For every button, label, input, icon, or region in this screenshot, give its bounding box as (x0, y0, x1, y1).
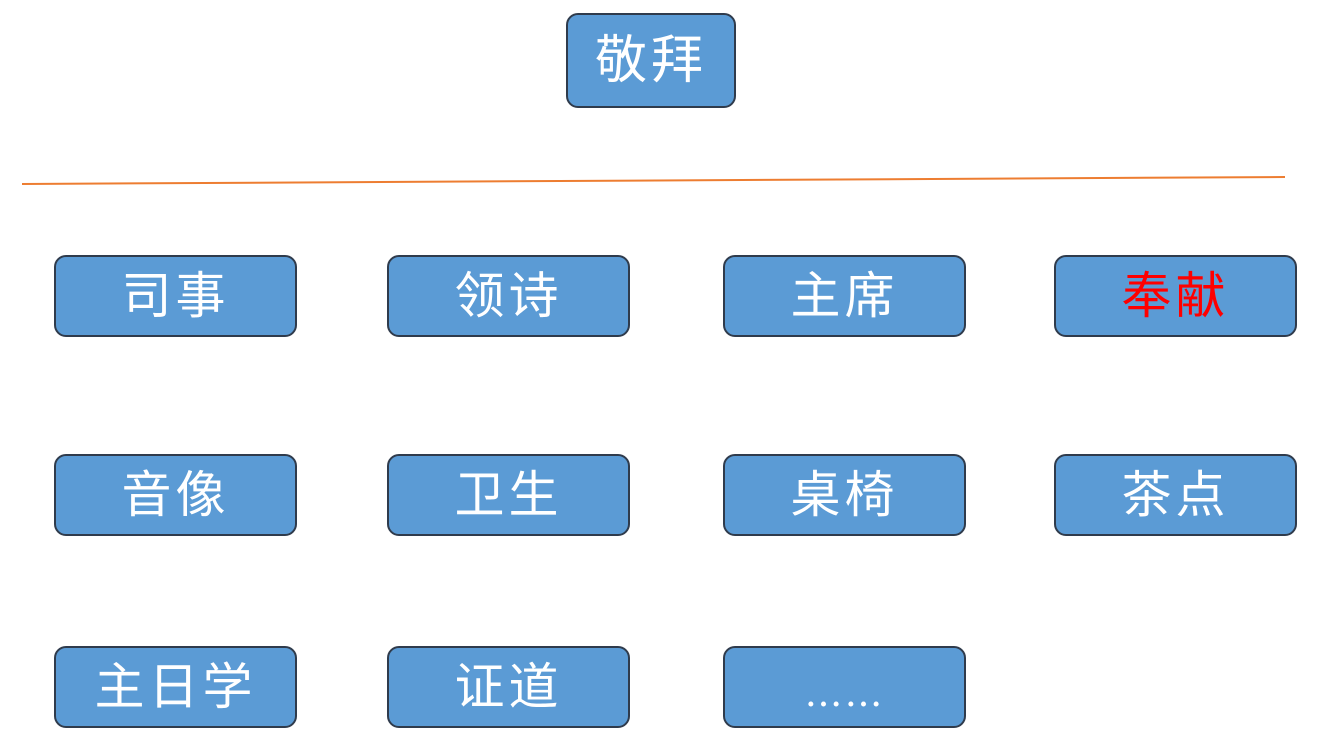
node-ushers: 司事 (54, 255, 297, 337)
node-label: 桌椅 (790, 466, 899, 524)
node-label: 茶点 (1121, 466, 1230, 524)
node-offering: 奉献 (1054, 255, 1297, 337)
node-label: 音像 (121, 466, 230, 524)
node-audio-video: 音像 (54, 454, 297, 536)
node-cleaning: 卫生 (387, 454, 630, 536)
top-node-label: 敬拜 (594, 30, 707, 91)
node-label: 卫生 (454, 466, 563, 524)
node-sunday-school: 主日学 (54, 646, 297, 728)
node-presider: 主席 (723, 255, 966, 337)
node-label: 主日学 (94, 658, 257, 716)
top-node-worship: 敬拜 (566, 13, 736, 108)
node-label: 奉献 (1121, 267, 1230, 325)
node-label: 主席 (790, 267, 899, 325)
node-label: 司事 (121, 267, 230, 325)
node-label: 证道 (454, 658, 563, 716)
node-worship-leader: 领诗 (387, 255, 630, 337)
node-refreshments: 茶点 (1054, 454, 1297, 536)
node-more: …… (723, 646, 966, 728)
node-tables-chairs: 桌椅 (723, 454, 966, 536)
node-label: 领诗 (454, 267, 563, 325)
node-sermon: 证道 (387, 646, 630, 728)
node-label: …… (804, 671, 885, 715)
